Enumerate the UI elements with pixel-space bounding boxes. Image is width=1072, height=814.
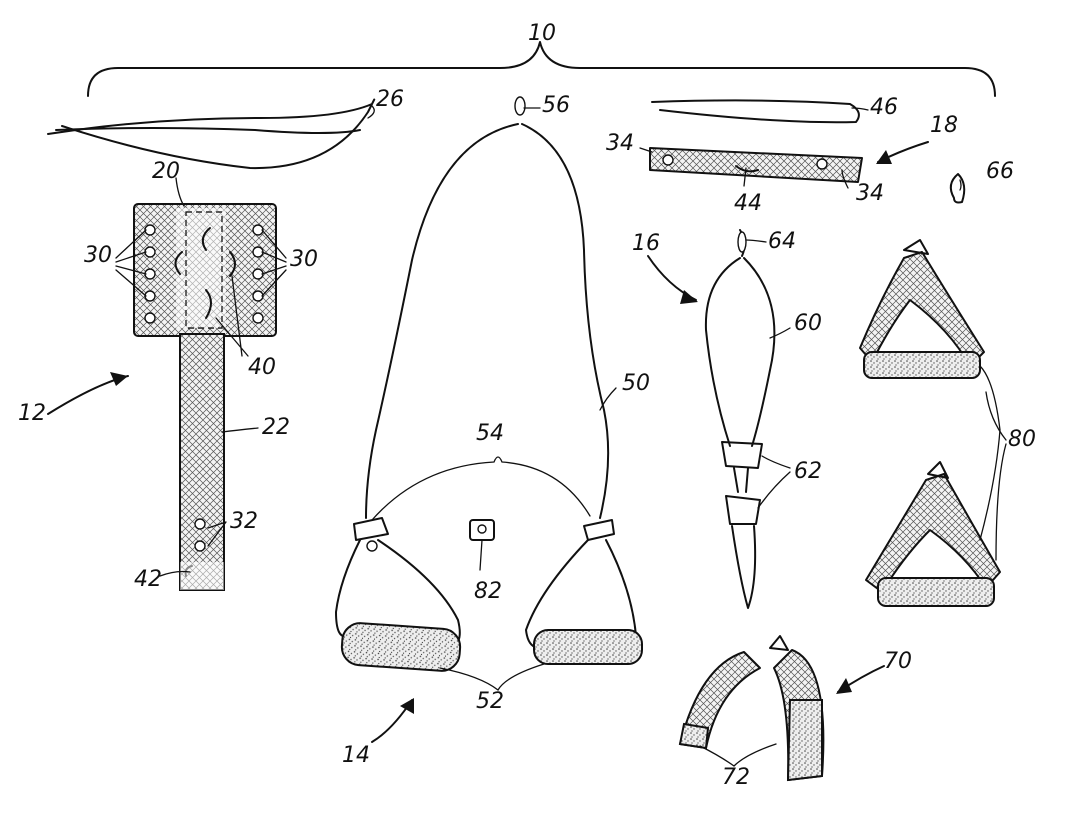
label-42: 42 <box>134 567 162 592</box>
label-16: 16 <box>632 231 660 256</box>
label-56: 56 <box>542 93 570 118</box>
label-46: 46 <box>870 95 898 120</box>
label-54: 54 <box>476 421 504 446</box>
strap-18 <box>649 99 863 183</box>
label-34-left: 34 <box>606 131 634 156</box>
label-62: 62 <box>794 459 822 484</box>
handle-80-top <box>859 239 985 379</box>
label-80: 80 <box>1008 427 1036 452</box>
label-20: 20 <box>152 159 180 184</box>
label-14: 14 <box>342 743 370 768</box>
label-18: 18 <box>930 113 958 138</box>
label-52: 52 <box>476 689 504 714</box>
label-10: 10 <box>528 21 556 46</box>
label-50: 50 <box>622 371 650 396</box>
label-26: 26 <box>376 87 404 112</box>
strap-70 <box>678 635 825 782</box>
label-70: 70 <box>884 649 912 674</box>
label-30-right: 30 <box>290 247 318 272</box>
label-64: 64 <box>768 229 796 254</box>
label-12: 12 <box>18 401 46 426</box>
label-72: 72 <box>722 765 750 790</box>
label-66: 66 <box>986 159 1014 184</box>
handle-80-bottom <box>865 365 1001 607</box>
label-34-right: 34 <box>856 181 884 206</box>
leader-lines <box>47 105 1007 743</box>
clip-66 <box>949 173 966 204</box>
resistance-loop-16 <box>704 229 776 609</box>
label-60: 60 <box>794 311 822 336</box>
handle-assembly-14 <box>335 96 643 691</box>
cord-26 <box>47 98 376 170</box>
door-anchor-12 <box>133 203 277 591</box>
label-30-left: 30 <box>84 243 112 268</box>
kit-brace <box>87 41 996 97</box>
label-22: 22 <box>262 415 290 440</box>
label-82: 82 <box>474 579 502 604</box>
label-44: 44 <box>734 191 762 216</box>
label-40: 40 <box>248 355 276 380</box>
label-32: 32 <box>230 509 258 534</box>
